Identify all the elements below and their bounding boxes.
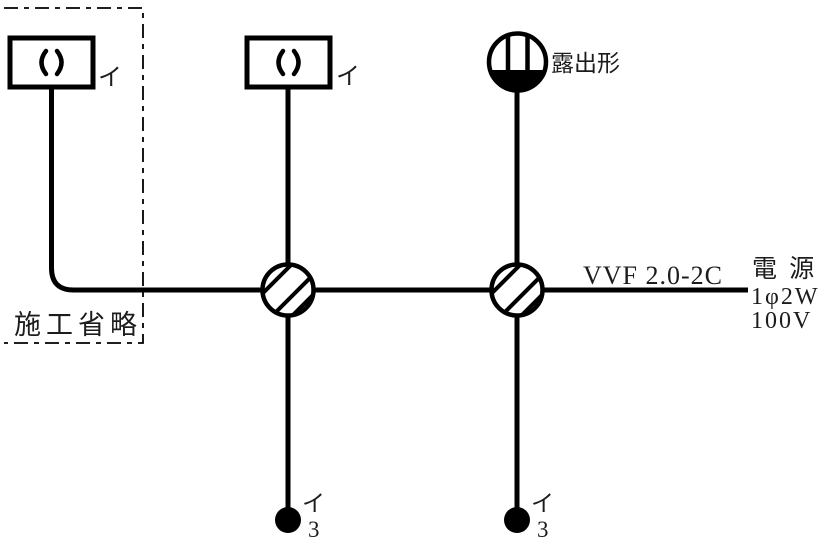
- switch-left-circuit-label: イ: [302, 491, 325, 516]
- three-way-switch-right-icon: イ 3: [504, 491, 554, 542]
- junction-box-left-icon: [260, 262, 316, 318]
- lamp-left-circuit-label: イ: [98, 65, 122, 91]
- switch-left-ways-label: 3: [308, 517, 320, 542]
- power-source-labels: VVF 2.0-2C 電 源 1φ2W 100V: [583, 255, 820, 334]
- wires: [49, 87, 748, 508]
- switch-right-circuit-label: イ: [531, 491, 554, 516]
- power-title-label: 電 源: [752, 255, 817, 283]
- construction-omitted-boundary: 施工省略: [4, 7, 144, 344]
- ceiling-rosette-round-exposed-icon: 露出形: [486, 31, 620, 93]
- ceiling-rosette-square-left-icon: イ: [7, 35, 122, 91]
- lamp-middle-circuit-label: イ: [336, 64, 360, 90]
- cable-spec-label: VVF 2.0-2C: [583, 261, 723, 290]
- construction-omitted-label: 施工省略: [14, 310, 142, 340]
- rosette-type-label: 露出形: [551, 51, 620, 76]
- junction-box-right-icon: [489, 262, 545, 318]
- switch-right-ways-label: 3: [537, 517, 549, 542]
- power-voltage-label: 100V: [751, 308, 812, 334]
- power-phase-label: 1φ2W: [751, 284, 820, 310]
- ceiling-rosette-square-middle-icon: イ: [244, 35, 360, 90]
- wire-left-lamp-to-jb1: [49, 87, 263, 293]
- three-way-switch-left-icon: イ 3: [275, 491, 325, 542]
